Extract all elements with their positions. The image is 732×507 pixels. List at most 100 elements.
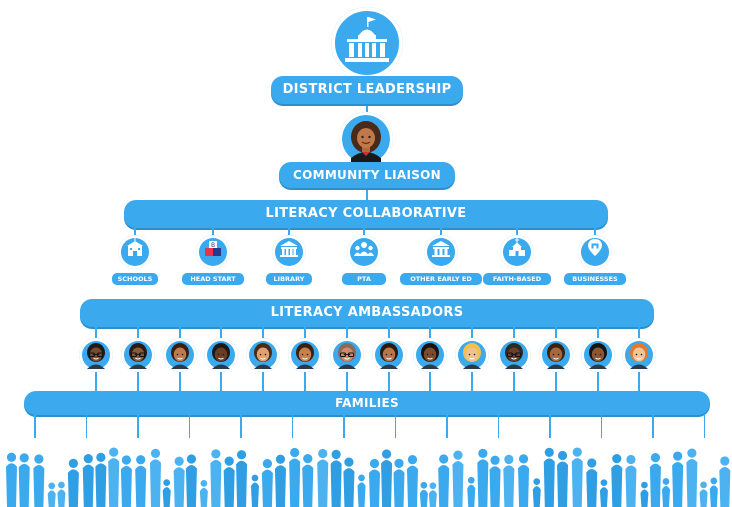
partner-label: OTHER EARLY ED [399, 273, 483, 285]
ambassador-connector [638, 327, 641, 339]
partner-label: SCHOOLS [111, 273, 159, 285]
government-building-icon [331, 7, 403, 79]
child-silhouette-icon [532, 478, 541, 507]
child-silhouette-icon [467, 476, 476, 507]
ambassador-family-connector [304, 372, 306, 392]
adult-silhouette-icon [274, 454, 286, 507]
ambassador-family-connector [638, 372, 641, 392]
adult-silhouette-icon [452, 450, 464, 507]
family-connector [497, 414, 499, 438]
community-liaison-label: COMMUNITY LIAISON [292, 168, 442, 182]
building-icon [424, 235, 458, 269]
ambassador-family-connector [429, 372, 432, 392]
adult-silhouette-icon [6, 452, 17, 507]
family-connector [394, 414, 396, 438]
ambassador-family-connector [95, 372, 97, 392]
ambassador-avatar-icon [204, 338, 239, 372]
blocks-icon: B [196, 235, 230, 269]
ambassador-family-connector [596, 372, 599, 392]
family-connector [343, 414, 345, 438]
family-connector [600, 414, 602, 438]
adult-silhouette-icon [543, 447, 555, 507]
family-connector [446, 414, 448, 438]
ambassador-avatar-icon [622, 338, 657, 372]
ambassador-connector [345, 327, 348, 339]
adult-silhouette-icon [95, 452, 107, 507]
connector-liaison-collaborative [366, 178, 368, 204]
adult-silhouette-icon [571, 447, 583, 507]
ambassador-family-connector [513, 372, 515, 392]
ambassador-avatar-icon [162, 338, 197, 372]
family-connector [34, 414, 36, 438]
partner-connector [212, 226, 214, 238]
adult-silhouette-icon [611, 454, 623, 507]
family-crowd-icon [0, 428, 732, 507]
adult-silhouette-icon [330, 449, 342, 507]
ambassador-family-connector [345, 372, 348, 392]
child-silhouette-icon [640, 481, 649, 507]
adult-silhouette-icon [33, 454, 45, 507]
child-silhouette-icon [357, 474, 366, 507]
ambassador-family-connector [554, 372, 557, 392]
literacy-ambassadors-bar: LITERACY AMBASSADORS [80, 299, 654, 327]
woman-avatar-icon [339, 112, 393, 166]
partner-label: FAITH-BASED [483, 273, 551, 285]
group-icon [347, 235, 381, 269]
adult-silhouette-icon [82, 453, 94, 507]
ambassador-family-connector [387, 372, 390, 392]
ambassador-connector [220, 327, 223, 339]
partner-label: PTA [342, 273, 386, 285]
ambassador-avatar-icon [538, 338, 573, 372]
partner-label: HEAD START [182, 273, 244, 285]
adult-silhouette-icon [477, 448, 489, 507]
child-silhouette-icon [47, 482, 56, 507]
ambassador-connector [471, 327, 474, 339]
child-silhouette-icon [661, 478, 670, 507]
adult-silhouette-icon [120, 455, 132, 507]
adult-silhouette-icon [223, 456, 235, 507]
partner-connector [594, 226, 596, 238]
ambassador-connector [304, 327, 306, 339]
ambassador-avatar-icon [580, 338, 615, 372]
church-icon [500, 235, 534, 269]
child-silhouette-icon [199, 479, 208, 507]
child-silhouette-icon [428, 482, 437, 507]
child-silhouette-icon [57, 481, 66, 507]
family-connector [291, 414, 293, 438]
adult-silhouette-icon [173, 456, 185, 507]
child-silhouette-icon [599, 479, 608, 507]
adult-silhouette-icon [261, 459, 273, 507]
adult-silhouette-icon [503, 454, 515, 507]
child-silhouette-icon [250, 474, 259, 507]
family-connector [549, 414, 551, 438]
partner-connector [288, 226, 290, 238]
adult-silhouette-icon [149, 448, 161, 507]
district-leadership-bar: DISTRICT LEADERSHIP [271, 76, 463, 104]
literacy-ambassadors-label: LITERACY AMBASSADORS [270, 305, 464, 320]
partner-label: LIBRARY [265, 273, 313, 285]
adult-silhouette-icon [625, 454, 637, 507]
ambassador-avatar-icon [79, 338, 113, 372]
ambassador-connector [554, 327, 557, 339]
adult-silhouette-icon [135, 455, 147, 507]
partner-connector [440, 226, 442, 238]
partner-label: BUSINESSES [564, 273, 626, 285]
family-connector [137, 414, 139, 438]
adult-silhouette-icon [489, 455, 501, 507]
adult-silhouette-icon [317, 448, 329, 507]
adult-silhouette-icon [672, 451, 684, 507]
ambassador-avatar-icon [288, 338, 322, 372]
family-connector [703, 414, 705, 438]
adult-silhouette-icon [719, 456, 731, 507]
adult-silhouette-icon [185, 454, 197, 507]
families-label: FAMILIES [335, 396, 399, 410]
adult-silhouette-icon [686, 448, 698, 507]
ambassador-connector [136, 327, 139, 339]
literacy-collaborative-label: LITERACY COLLABORATIVE [265, 206, 467, 221]
family-connector [240, 414, 242, 438]
ambassador-connector [513, 327, 515, 339]
ambassador-avatar-icon [246, 338, 281, 372]
adult-silhouette-icon [108, 447, 120, 507]
child-silhouette-icon [162, 479, 171, 507]
ambassador-avatar-icon [497, 338, 531, 372]
